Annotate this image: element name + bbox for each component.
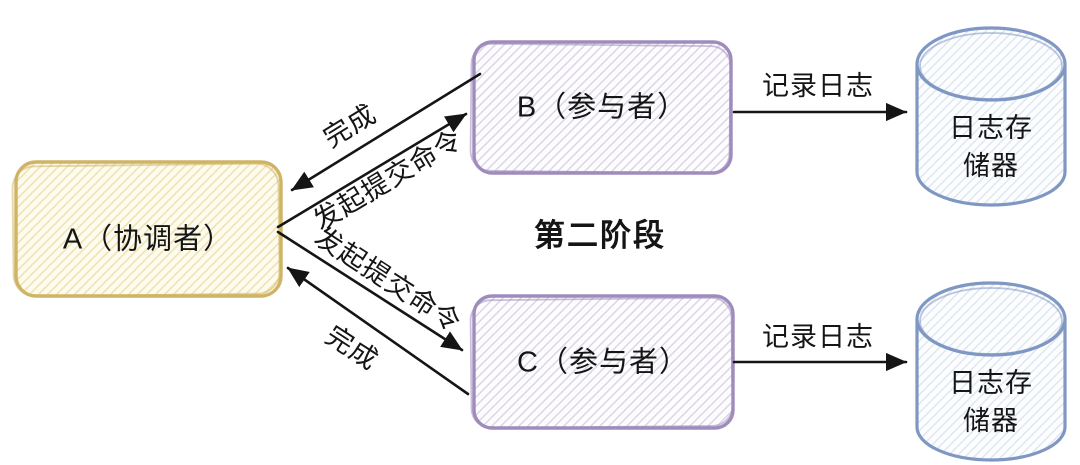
log-store-top-body [915,64,1067,207]
edge-a-to-b-arrow [276,112,468,229]
node-a-box [14,160,283,298]
log-store-bottom: 日志存 储器 [915,281,1067,462]
node-a-box-sketch-stroke [11,162,281,298]
edge-b-to-store-label: 记录日志 [762,71,874,101]
node-c-participant: C（参与者） [469,294,735,430]
edge-c-to-a-arrow [286,266,470,396]
log-store-bottom-body [915,319,1067,462]
edge-a-to-c-label: 发起提交命令 [309,222,466,339]
log-store-top-lid [915,26,1067,102]
phase-caption: 第二阶段 [534,218,666,253]
node-b-label: B（参与者） [517,91,687,124]
node-a-coordinator: A（协调者） [11,160,283,298]
log-store-bottom-lid [915,281,1067,357]
log-store-top-label-line2: 储器 [963,151,1019,181]
node-c-box-sketch-stroke [469,296,734,430]
node-c-label: C（参与者） [517,346,689,379]
log-store-top: 日志存 储器 [915,26,1067,207]
edge-b-to-a-label: 完成 [318,99,381,154]
log-store-bottom-lid-sketch-stroke [919,287,1063,355]
edge-c-to-store-label: 记录日志 [762,322,874,352]
node-b-box-sketch-stroke [469,42,732,175]
log-store-top-label-line1: 日志存 [949,113,1033,143]
edge-b-to-a-arrow [290,72,482,192]
edge-a-to-c-arrow [276,230,464,352]
log-store-bottom-label-line2: 储器 [963,406,1019,436]
node-b-participant: B（参与者） [469,40,733,175]
log-store-bottom-label-line1: 日志存 [949,368,1033,398]
node-a-label: A（协调者） [63,223,233,256]
log-store-top-lid-sketch-stroke [919,32,1063,100]
node-b-box [472,40,733,175]
